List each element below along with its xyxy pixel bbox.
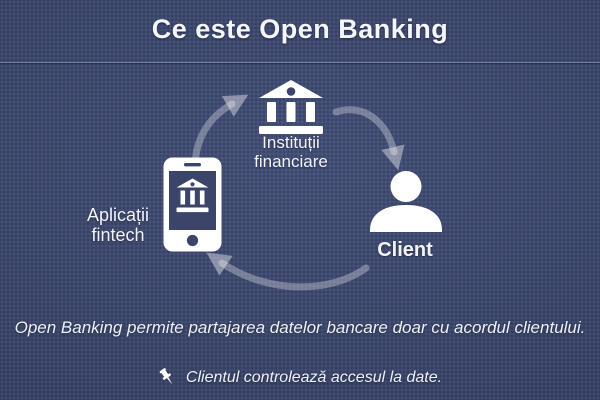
bank-icon [259, 80, 323, 134]
pushpin-icon [159, 368, 173, 385]
client-node-label: Client [377, 239, 433, 261]
bank-node-label: Instituții financiare [254, 133, 328, 172]
page-title: Ce este Open Banking [151, 14, 449, 44]
arrow-bank-to-client-icon [332, 106, 405, 171]
fintech-node-label: Aplicații fintech [86, 205, 150, 246]
caption-text: Open Banking permite partajarea datelor … [14, 318, 586, 337]
key-note: Clientul controlează accesul la date. [0, 366, 600, 389]
key-note-text: Clientul controlează accesul la date. [185, 368, 443, 386]
smartphone-bank-icon [163, 157, 222, 252]
person-icon [370, 171, 442, 232]
title-divider [0, 62, 600, 63]
arrow-client-to-fintech-icon [206, 252, 370, 291]
